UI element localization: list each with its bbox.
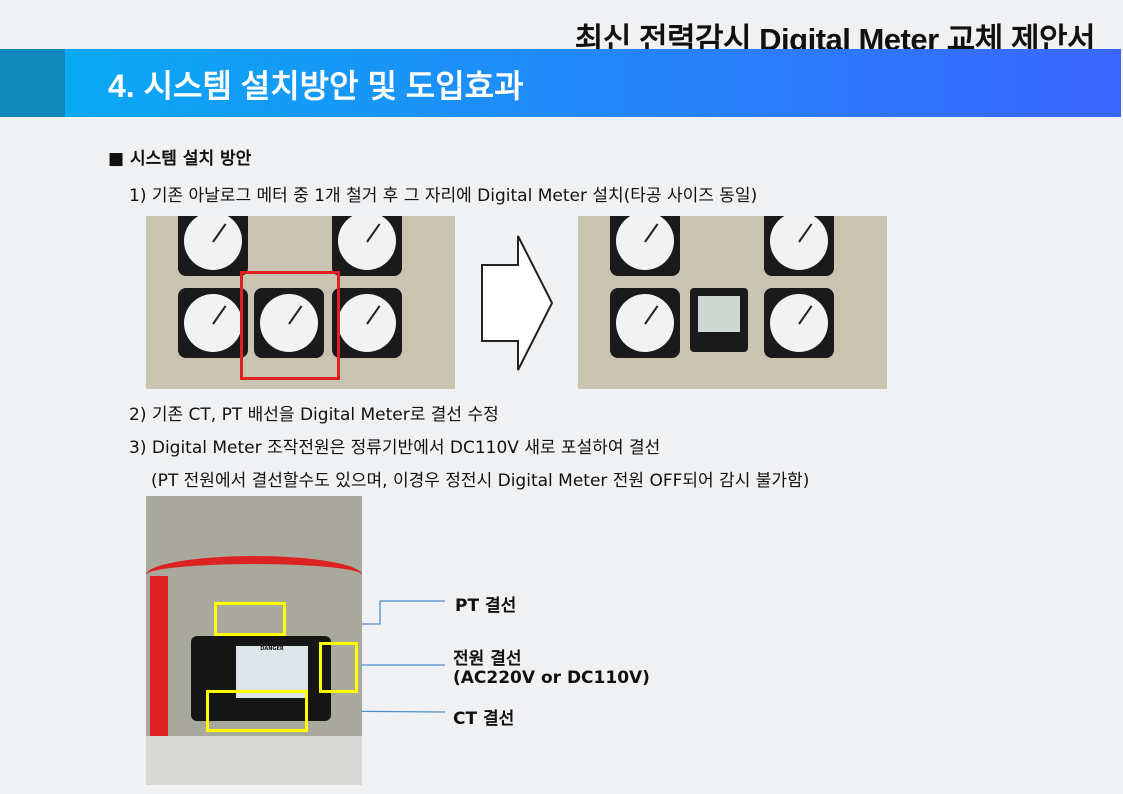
power-highlight xyxy=(319,642,358,693)
section-header-band: 4. 시스템 설치방안 및 도입효과 xyxy=(0,49,1123,117)
band-gradient xyxy=(65,49,1121,117)
ct-callout: CT 결선 xyxy=(453,709,515,729)
pt-callout: PT 결선 xyxy=(455,596,517,616)
pt-highlight xyxy=(214,602,286,636)
wiring-photo: DANGER xyxy=(146,496,362,785)
band-accent xyxy=(0,49,65,117)
danger-label: DANGER xyxy=(236,646,308,698)
item-1: 1) 기존 아날로그 메터 중 1개 철거 후 그 자리에 Digital Me… xyxy=(129,186,758,206)
item-2: 2) 기존 CT, PT 배선을 Digital Meter로 결선 수정 xyxy=(129,405,499,425)
after-photo xyxy=(578,216,887,389)
section-title: 4. 시스템 설치방안 및 도입효과 xyxy=(108,68,524,104)
item-3-note: (PT 전원에서 결선할수도 있으며, 이경우 정전시 Digital Mete… xyxy=(151,471,810,491)
heading: ■ 시스템 설치 방안 xyxy=(108,149,252,169)
power-callout: 전원 결선 xyxy=(453,649,522,669)
before-photo xyxy=(146,216,455,389)
item-3: 3) Digital Meter 조작전원은 정류기반에서 DC110V 새로 … xyxy=(129,438,661,458)
power-callout-spec: (AC220V or DC110V) xyxy=(453,668,650,688)
ct-highlight xyxy=(206,690,308,732)
removed-meter-highlight xyxy=(240,271,340,380)
